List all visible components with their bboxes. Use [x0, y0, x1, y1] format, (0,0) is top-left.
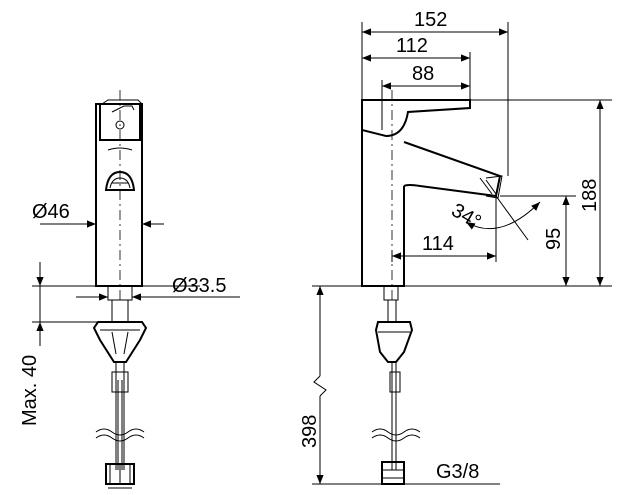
- front-fittings: [105, 463, 135, 485]
- front-body-outline: [95, 103, 143, 287]
- label-hose-398: 398: [299, 415, 321, 448]
- front-hoses: [115, 362, 125, 470]
- label-width-112: 112: [396, 35, 428, 57]
- label-body-diameter: Ø46: [32, 201, 70, 223]
- label-angle-34: 34°: [448, 199, 485, 233]
- front-mounting-nut: [92, 321, 148, 363]
- side-body-outline: [361, 130, 405, 287]
- side-mounting-nut: [374, 321, 414, 363]
- label-width-88: 88: [412, 63, 434, 85]
- label-width-152: 152: [414, 9, 447, 31]
- label-shank-diameter: Ø33.5: [172, 275, 226, 297]
- label-reach-114: 114: [422, 233, 454, 255]
- side-aerator: [485, 175, 503, 199]
- side-fitting: [381, 461, 405, 485]
- label-height-95: 95: [543, 228, 565, 250]
- side-view: 152 112 88 188 95 114 34° 398: [299, 9, 612, 485]
- label-max-40: Max. 40: [19, 355, 41, 426]
- lever-indicator: [115, 120, 125, 130]
- label-height-188: 188: [579, 179, 601, 212]
- front-view: Ø46 Ø33.5 Max. 40: [19, 90, 240, 489]
- label-thread-g3-8: G3/8: [436, 461, 479, 483]
- side-lever: [361, 99, 471, 138]
- side-spout: [403, 141, 502, 198]
